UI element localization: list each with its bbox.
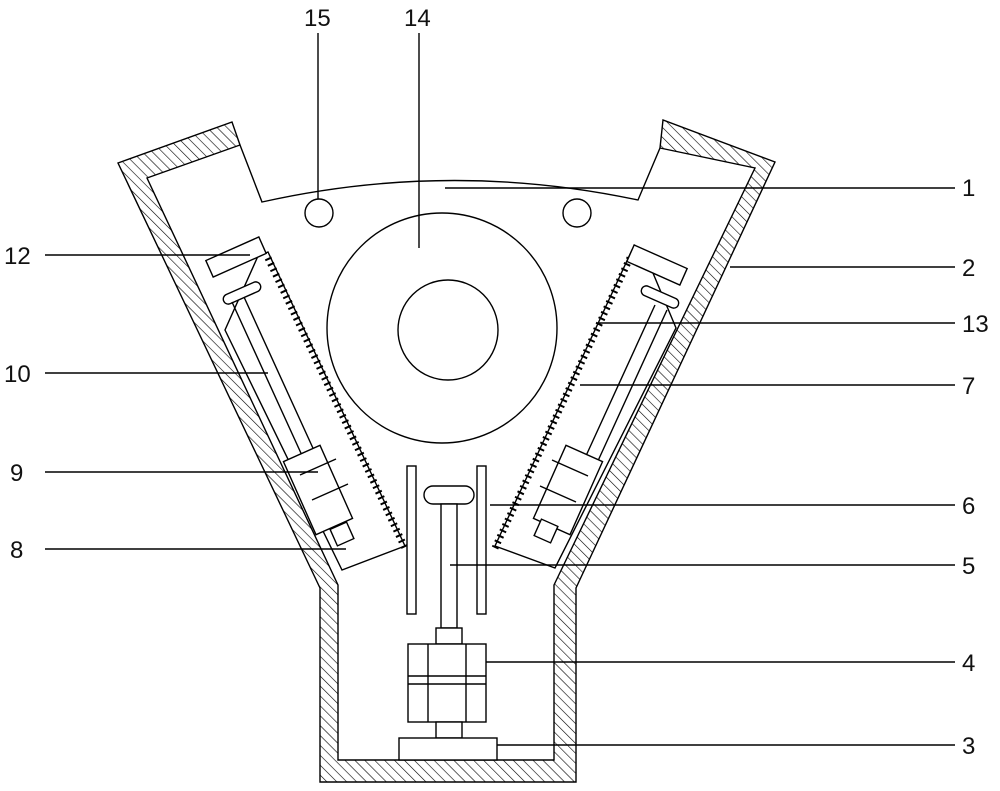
guide-plate-right — [476, 465, 487, 615]
label-7: 7 — [962, 373, 975, 400]
hole-right — [562, 198, 592, 228]
top-cover — [239, 144, 661, 203]
label-8: 8 — [10, 537, 23, 564]
leader-lines — [45, 33, 955, 746]
cylinder-top — [435, 627, 463, 645]
wheel-hub — [397, 279, 499, 381]
label-15: 15 — [304, 5, 331, 32]
right-plate-assembly — [491, 244, 689, 569]
label-10: 10 — [4, 361, 31, 388]
label-9: 9 — [10, 460, 23, 487]
base-block — [398, 737, 498, 761]
label-2: 2 — [962, 255, 975, 282]
label-13: 13 — [962, 311, 989, 338]
hole-left — [304, 198, 334, 228]
label-5: 5 — [962, 553, 975, 580]
label-3: 3 — [962, 733, 975, 760]
push-rod — [440, 503, 458, 629]
guide-plate-left — [406, 465, 417, 615]
label-6: 6 — [962, 493, 975, 520]
cylinder-neck — [435, 721, 463, 739]
label-4: 4 — [962, 650, 975, 677]
label-1: 1 — [962, 175, 975, 202]
label-14: 14 — [404, 5, 431, 32]
left-plate-assembly — [204, 236, 409, 571]
cylinder — [407, 643, 487, 723]
label-12: 12 — [4, 243, 31, 270]
housing-wall — [117, 119, 776, 783]
push-rod-head — [423, 485, 475, 505]
